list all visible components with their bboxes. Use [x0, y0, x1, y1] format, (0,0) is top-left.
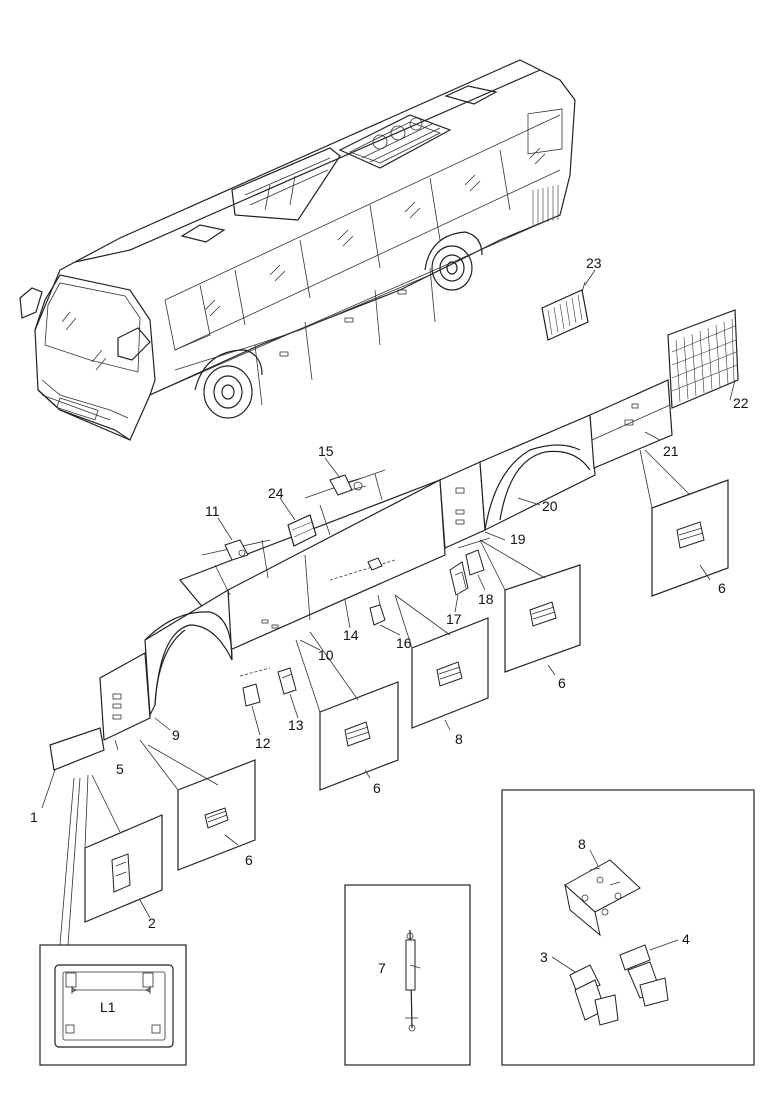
callout-12: 12 — [255, 735, 271, 751]
callout-20: 20 — [542, 498, 558, 514]
inset-gas-strut — [344, 884, 471, 1066]
callout-labels: 1 2 3 4 5 6 6 6 6 7 8 8 9 10 11 12 13 14… — [30, 255, 749, 1015]
callout-4: 4 — [682, 931, 690, 947]
detail-boxes — [59, 449, 729, 946]
dimension-label-l1: L1 — [100, 999, 116, 1015]
callout-9: 9 — [172, 727, 180, 743]
callout-5: 5 — [116, 761, 124, 777]
callout-6d: 6 — [718, 580, 726, 596]
callout-7: 7 — [378, 960, 386, 976]
bus-illustration — [19, 59, 576, 441]
inset-dimension-l1 — [39, 944, 187, 1066]
callout-10: 10 — [318, 647, 334, 663]
callout-19: 19 — [510, 531, 526, 547]
callout-23: 23 — [586, 255, 602, 271]
callout-2: 2 — [148, 915, 156, 931]
callout-6c: 6 — [558, 675, 566, 691]
inset-hinge-parts — [501, 789, 755, 1066]
callout-11: 11 — [205, 503, 220, 519]
callout-24: 24 — [268, 485, 284, 501]
callout-16: 16 — [396, 635, 412, 651]
callout-18: 18 — [478, 591, 494, 607]
callout-22: 22 — [733, 395, 749, 411]
callout-6b: 6 — [373, 780, 381, 796]
callout-8b: 8 — [578, 836, 586, 852]
callout-8a: 8 — [455, 731, 463, 747]
callout-17: 17 — [446, 611, 462, 627]
side-panel-assembly — [49, 309, 739, 771]
part-23-grille — [541, 281, 589, 341]
callout-21: 21 — [663, 443, 679, 459]
callout-14: 14 — [343, 627, 359, 643]
callout-6a: 6 — [245, 852, 253, 868]
callout-3: 3 — [540, 949, 548, 965]
callout-13: 13 — [288, 717, 304, 733]
callout-1: 1 — [30, 809, 38, 825]
callout-15: 15 — [318, 443, 334, 459]
hardware-parts — [201, 469, 491, 707]
callout-leaders — [41, 269, 736, 973]
